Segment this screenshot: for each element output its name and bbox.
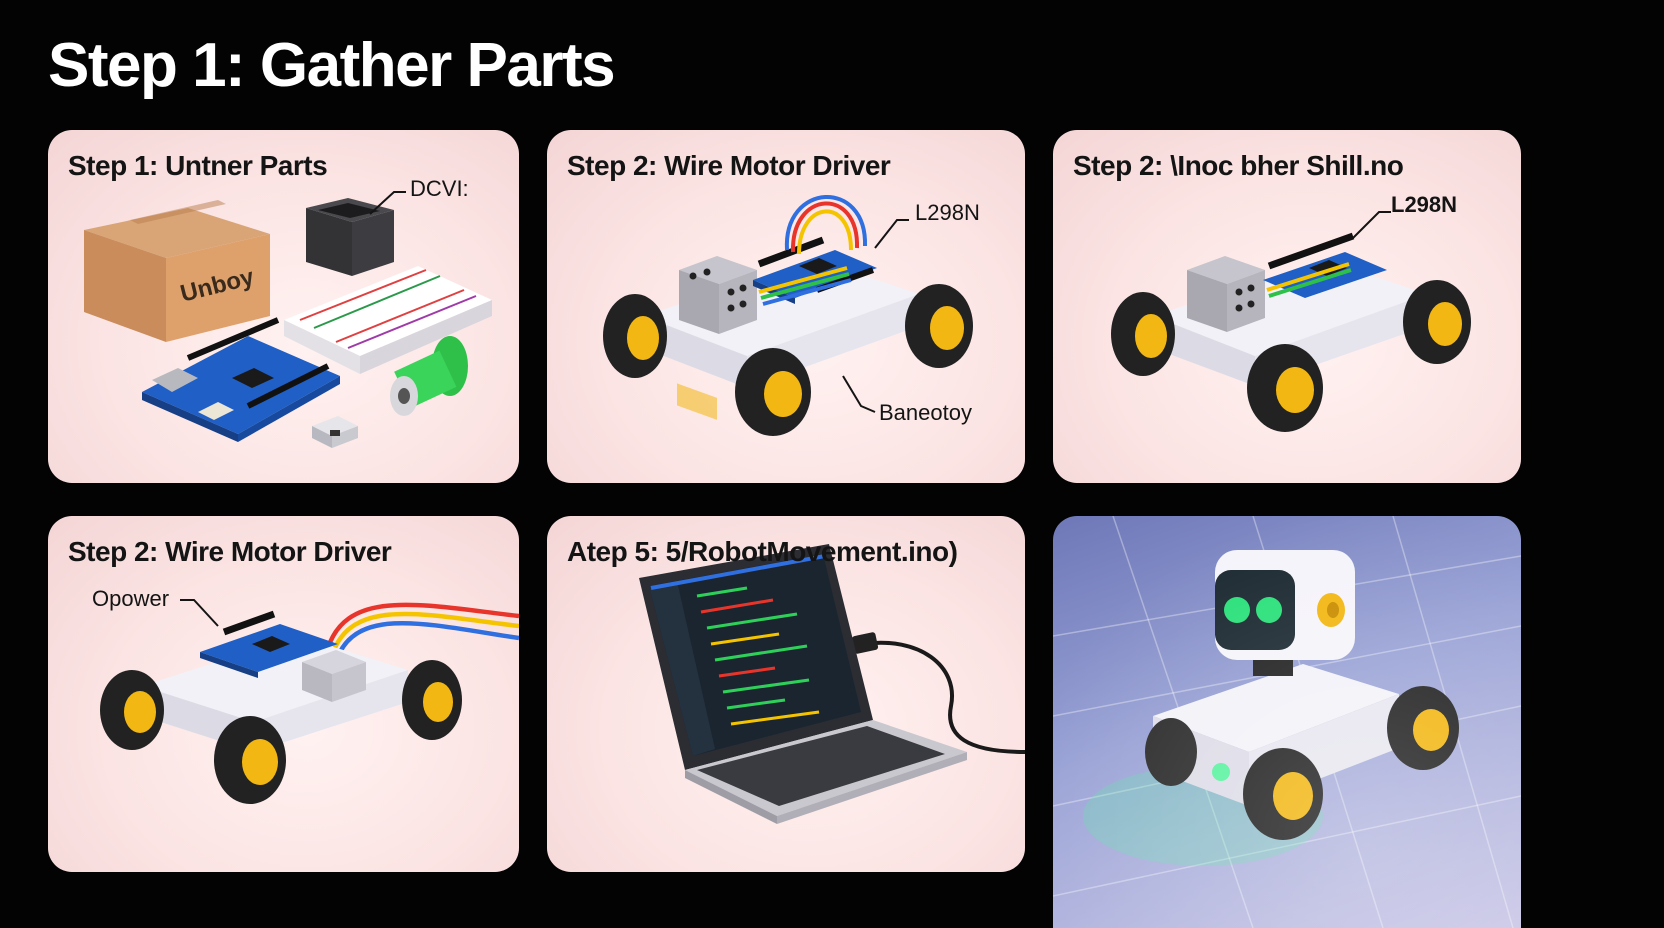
breadboard-icon xyxy=(284,266,492,374)
step-panel-wire-motor-driver[interactable]: Step 2: Wire Motor Driver L298N Baneotoy xyxy=(547,130,1025,483)
page-title: Step 1: Gather Parts xyxy=(48,31,616,100)
wires-icon xyxy=(325,602,519,654)
wheel-front-left-icon xyxy=(603,294,667,378)
wheel-rear-right-icon xyxy=(1387,686,1459,770)
wires-icon xyxy=(758,195,868,306)
component-block-icon xyxy=(306,198,394,276)
wheel-front-left-icon xyxy=(100,670,164,750)
wheel-rear-left-icon xyxy=(905,284,973,368)
wheel-front-right-icon xyxy=(1247,344,1323,432)
panel-title: Step 2: Wire Motor Driver xyxy=(567,150,891,181)
wheel-front-left-icon xyxy=(1243,748,1323,840)
arduino-board-icon xyxy=(200,610,338,678)
robot-eye-icon xyxy=(1256,597,1282,623)
panel-title: Step 1: Untner Parts xyxy=(68,150,328,181)
usb-module-icon xyxy=(312,416,358,448)
cardboard-box-icon xyxy=(84,200,270,342)
callout-label: DCVI: xyxy=(410,176,469,201)
step-panel-gather-parts[interactable]: Step 1: Untner Parts DCVI: Unboy xyxy=(48,130,519,483)
robot-head-icon xyxy=(1215,550,1355,676)
step-panel-wire-motor-driver-power[interactable]: Step 2: Wire Motor Driver Opower xyxy=(48,516,519,872)
wheel-front-right-icon xyxy=(214,716,286,804)
battery-icon xyxy=(390,336,468,416)
robot-chassis-illustration xyxy=(100,599,519,804)
motor-block-icon xyxy=(1187,256,1265,332)
motor-block-icon xyxy=(679,256,757,334)
step-panel-install-shield[interactable]: Step 2: \Inoc bher Shill.no L298N xyxy=(1053,130,1521,483)
laptop-illustration xyxy=(639,544,1025,824)
wheel-rear-left-icon xyxy=(1145,718,1197,786)
robot-chassis-illustration xyxy=(603,195,973,436)
parts-illustration xyxy=(84,191,492,448)
step-panel-upload-code[interactable]: Atep 5: 5/RobotMovement.ino) xyxy=(547,516,1025,872)
panel-title: Step 2: Wire Motor Driver xyxy=(68,536,392,567)
motor-driver-board-icon xyxy=(1263,232,1387,298)
motor-block-icon xyxy=(302,650,366,702)
callout-power: Opower xyxy=(92,586,170,611)
robot-chassis-illustration xyxy=(1111,211,1471,432)
finished-robot-illustration xyxy=(1053,516,1521,928)
callout-battery: Baneotoy xyxy=(879,400,972,425)
robot-eye-icon xyxy=(1224,597,1250,623)
wheel-rear-left-icon xyxy=(1403,280,1471,364)
callout-l298n: L298N xyxy=(915,200,980,225)
step-panel-finished-robot[interactable] xyxy=(1053,516,1521,928)
laptop-icon xyxy=(639,544,967,824)
panel-title: Step 2: \Inoc bher Shill.no xyxy=(1073,150,1404,181)
panel-title: Atep 5: 5/RobotMovement.ino) xyxy=(567,536,958,567)
arduino-board-icon xyxy=(142,317,340,442)
wheel-rear-left-icon xyxy=(402,660,462,740)
wheel-front-right-icon xyxy=(735,348,811,436)
callout-l298n: L298N xyxy=(1391,192,1458,217)
wheel-front-left-icon xyxy=(1111,292,1175,376)
usb-cable-icon xyxy=(862,640,1025,754)
